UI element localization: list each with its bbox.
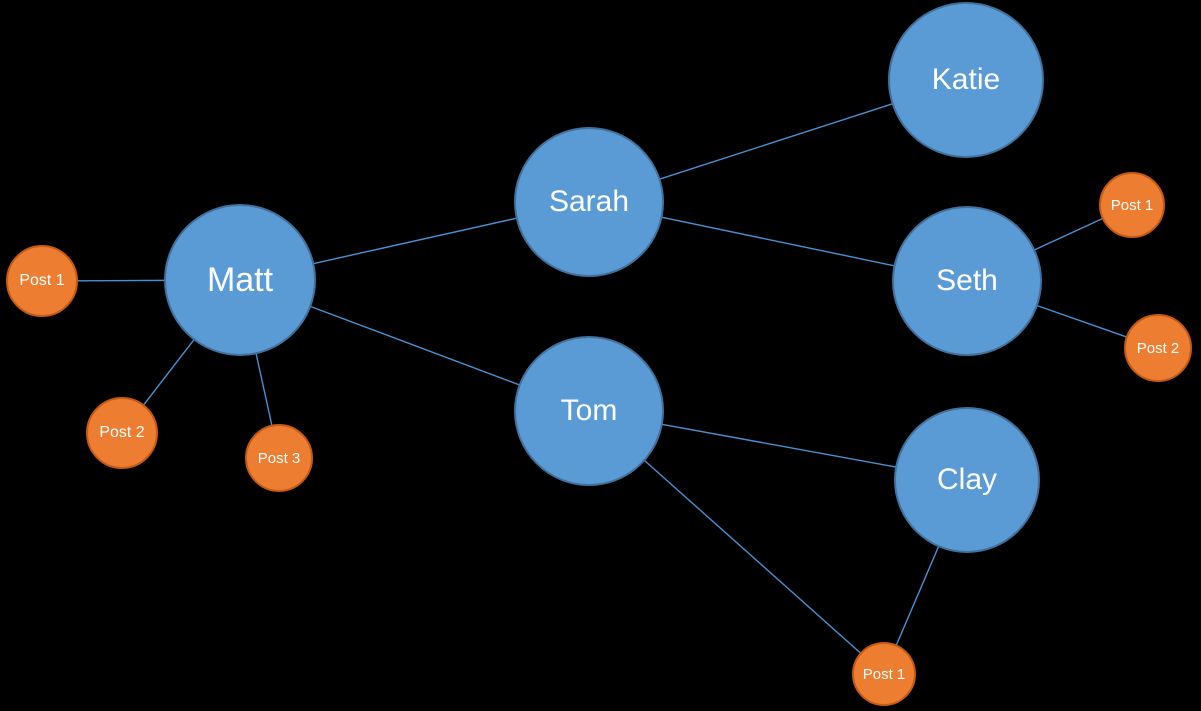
graph-node-seth-post-2[interactable]: Post 2 bbox=[1124, 314, 1192, 382]
graph-node-clay[interactable]: Clay bbox=[894, 407, 1040, 553]
graph-edge-sarah-to-seth bbox=[660, 216, 896, 267]
graph-node-seth[interactable]: Seth bbox=[892, 206, 1042, 356]
graph-node-matt-post-1[interactable]: Post 1 bbox=[6, 245, 78, 317]
graph-node-tom[interactable]: Tom bbox=[514, 336, 664, 486]
graph-node-label: Post 2 bbox=[1136, 339, 1180, 357]
graph-node-label: Matt bbox=[206, 261, 274, 299]
graph-edge-seth-to-seth-post-1 bbox=[1033, 217, 1104, 251]
graph-node-seth-post-1[interactable]: Post 1 bbox=[1099, 172, 1165, 238]
graph-node-matt[interactable]: Matt bbox=[164, 204, 316, 356]
graph-edge-tom-to-shared-post-1 bbox=[643, 459, 862, 655]
graph-node-label: Post 3 bbox=[257, 449, 301, 467]
graph-node-label: Katie bbox=[931, 63, 1001, 96]
graph-edge-sarah-to-katie bbox=[658, 103, 894, 180]
graph-node-matt-post-3[interactable]: Post 3 bbox=[245, 424, 313, 492]
graph-node-label: Post 1 bbox=[1110, 196, 1154, 214]
graph-edge-matt-to-tom bbox=[309, 305, 521, 386]
graph-node-label: Tom bbox=[560, 394, 618, 427]
graph-node-label: Sarah bbox=[548, 185, 630, 218]
graph-node-label: Post 1 bbox=[862, 665, 906, 683]
graph-node-katie[interactable]: Katie bbox=[888, 2, 1044, 158]
graph-node-matt-post-2[interactable]: Post 2 bbox=[86, 397, 158, 469]
graph-edge-matt-post-2-to-matt bbox=[142, 338, 195, 406]
graph-node-shared-post-1[interactable]: Post 1 bbox=[852, 642, 916, 706]
graph-node-label: Clay bbox=[936, 463, 997, 496]
graph-node-sarah[interactable]: Sarah bbox=[514, 127, 664, 277]
graph-node-label: Seth bbox=[936, 264, 998, 297]
graph-edge-clay-to-shared-post-1 bbox=[895, 545, 940, 647]
graph-node-label: Post 1 bbox=[19, 272, 65, 289]
graph-edge-seth-to-seth-post-2 bbox=[1036, 304, 1128, 338]
graph-edge-tom-to-clay bbox=[661, 423, 897, 468]
graph-edge-matt-post-3-to-matt bbox=[255, 352, 273, 427]
graph-edge-matt-to-sarah bbox=[312, 217, 518, 265]
graph-node-label: Post 2 bbox=[99, 424, 145, 441]
